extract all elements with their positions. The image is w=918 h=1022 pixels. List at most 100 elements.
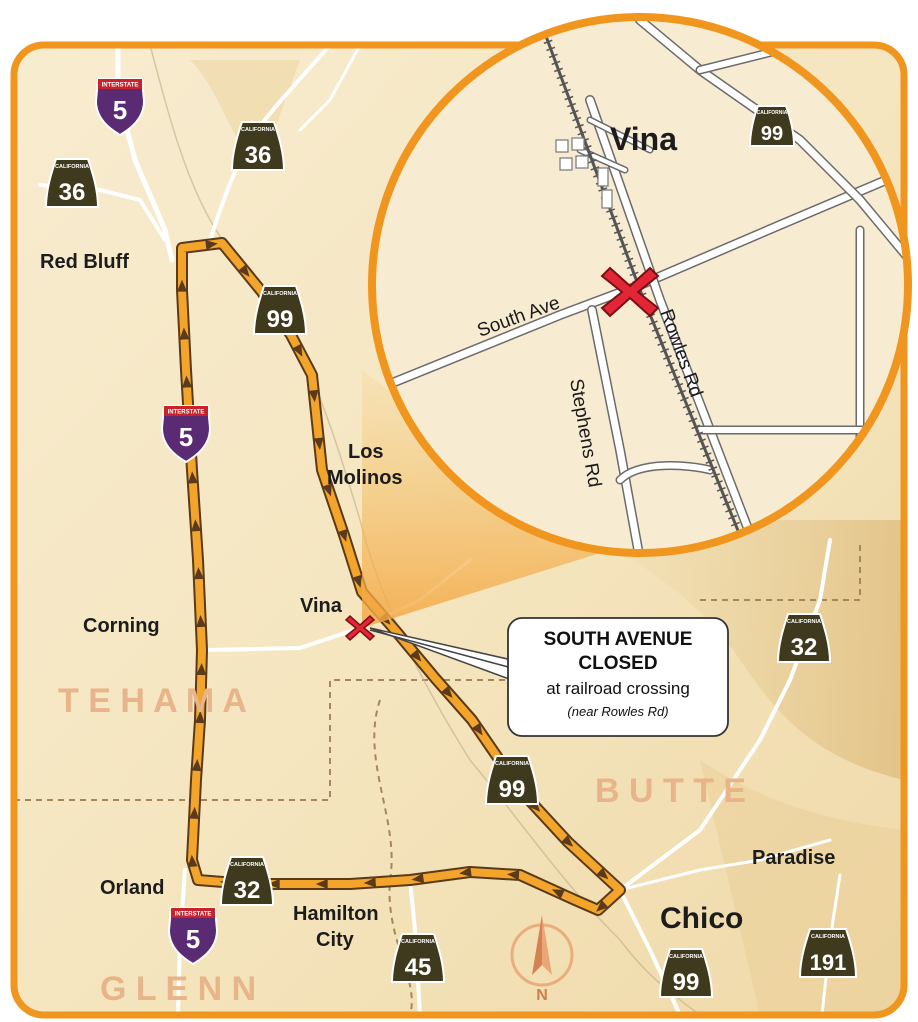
detour-direction-arrow [596,899,609,912]
inset-ca-99-shield: CALIFORNIA 99 [748,105,796,147]
detour-direction-arrow [313,437,324,450]
detour-direction-arrow [560,834,574,847]
place-hamilton-city-line1: Hamilton [293,903,379,925]
svg-text:36: 36 [245,142,272,169]
detour-direction-arrow [205,240,218,251]
detour-direction-arrow [337,528,348,542]
svg-text:CALIFORNIA: CALIFORNIA [757,110,788,116]
svg-text:32: 32 [791,634,818,661]
svg-text:CALIFORNIA: CALIFORNIA [55,164,89,170]
ca-99-shield-chico: CALIFORNIA 99 [658,948,714,998]
place-chico: Chico [660,902,743,935]
detour-direction-arrow [179,327,190,340]
detour-direction-arrow [196,663,207,676]
svg-text:CALIFORNIA: CALIFORNIA [263,291,297,297]
detour-arrows [177,240,609,912]
detour-direction-arrow [411,873,425,884]
svg-text:99: 99 [267,306,294,333]
county-label-tehama: T E H A M A [58,682,247,720]
detour-direction-arrow [267,879,280,889]
detour-direction-arrow [409,649,422,662]
place-corning: Corning [83,615,160,637]
compass-rose: N [510,915,574,1004]
detour-direction-arrow [194,711,205,724]
detour-direction-arrow [352,574,362,588]
callout-title-line2: CLOSED [578,653,657,674]
svg-text:5: 5 [179,422,193,452]
detour-direction-arrow [315,879,328,889]
detour-direction-arrow [191,758,202,772]
detour-direction-arrow [191,519,202,532]
svg-text:45: 45 [405,954,432,981]
detour-direction-arrow [440,685,453,699]
svg-text:INTERSTATE: INTERSTATE [175,912,212,918]
closure-marker-main [344,614,376,642]
inset-map: Vina South Ave Rowles Rd Stephens Rd CAL… [368,13,912,557]
closure-callout: SOUTH AVENUE CLOSED at railroad crossing… [507,617,729,737]
ca-32-shield-east: CALIFORNIA 32 [776,613,832,663]
svg-text:36: 36 [59,179,86,206]
detour-direction-arrow [471,722,483,736]
inset-border [368,13,912,557]
svg-text:INTERSTATE: INTERSTATE [102,83,139,89]
ca-32-shield-orland: CALIFORNIA 32 [219,856,275,906]
detour-direction-arrow [238,264,250,277]
svg-text:CALIFORNIA: CALIFORNIA [495,761,529,767]
svg-text:CALIFORNIA: CALIFORNIA [241,127,275,133]
detour-direction-arrow [187,854,198,868]
ca-36-shield-left: CALIFORNIA 36 [44,158,100,208]
vina-town-blocks [555,137,613,209]
svg-text:CALIFORNIA: CALIFORNIA [669,954,703,960]
interstate-5-shield-mid: INTERSTATE 5 [160,405,212,464]
svg-text:5: 5 [186,924,200,954]
detour-direction-arrow [551,889,565,899]
county-label-butte: B U T T E [595,772,746,810]
ca-36-shield-top: CALIFORNIA 36 [230,121,286,171]
detour-direction-arrow [308,389,319,403]
place-vina: Vina [300,595,343,617]
detour-direction-arrow [292,343,303,357]
ca-99-shield-north: CALIFORNIA 99 [252,285,308,335]
svg-text:CALIFORNIA: CALIFORNIA [811,934,845,940]
svg-text:99: 99 [761,123,783,145]
interstate-5-shield-bottom: INTERSTATE 5 [167,907,219,966]
svg-text:INTERSTATE: INTERSTATE [168,410,205,416]
ca-191-shield: CALIFORNIA 191 [798,928,858,978]
detour-direction-arrow [363,877,377,888]
detour-direction-arrow [507,869,520,880]
svg-text:5: 5 [113,95,127,125]
place-los-molinos-line2: Molinos [327,467,403,489]
county-label-glenn: G L E N N [100,970,256,1008]
county-line-tehama-butte [14,679,560,801]
detour-direction-arrow [195,615,206,628]
closure-marker-inset [600,266,660,318]
county-line-butte-east [700,540,861,601]
ca-99-shield-mid: CALIFORNIA 99 [484,755,540,805]
place-paradise: Paradise [752,847,835,869]
place-hamilton-city-line2: City [316,929,355,951]
detour-direction-arrow [189,806,200,820]
interstate-5-shield-top: INTERSTATE 5 [94,78,146,137]
detour-direction-arrow [459,866,472,877]
detour-direction-arrow [322,483,332,497]
detour-direction-arrow [182,375,193,388]
compass-north-label: N [536,987,548,1004]
svg-text:191: 191 [810,950,847,975]
detour-direction-arrow [187,471,198,484]
inset-town-vina: Vina [610,121,677,157]
svg-text:CALIFORNIA: CALIFORNIA [401,939,435,945]
svg-text:CALIFORNIA: CALIFORNIA [230,862,264,868]
detour-direction-arrow [193,567,204,580]
svg-text:32: 32 [234,877,261,904]
detour-direction-arrow [596,867,609,880]
ca-45-shield: CALIFORNIA 45 [390,933,446,983]
place-los-molinos-line1: Los [348,441,384,463]
svg-text:CALIFORNIA: CALIFORNIA [787,619,821,625]
place-red-bluff: Red Bluff [40,251,129,273]
place-orland: Orland [100,877,164,899]
svg-text:99: 99 [673,969,700,996]
callout-subtitle: at railroad crossing [546,679,690,698]
road-network [38,45,842,1015]
